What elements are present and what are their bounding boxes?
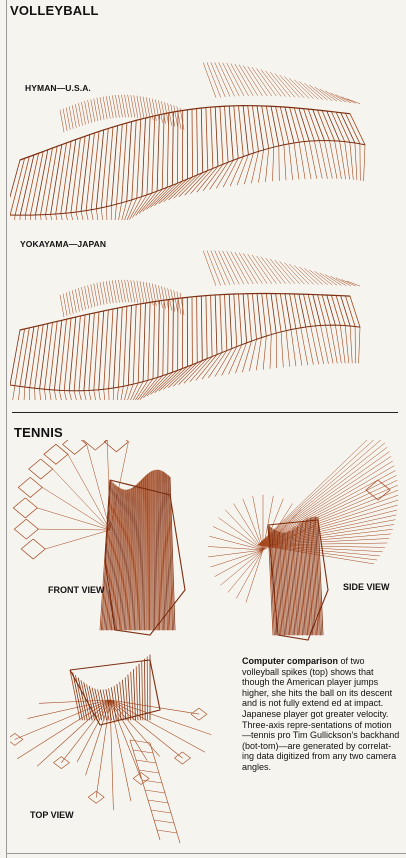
tennis-top-view-figure <box>10 630 240 855</box>
tennis-front-view-figure <box>10 440 210 650</box>
caption-lead: Computer comparison <box>242 656 338 666</box>
tennis-section-title: TENNIS <box>14 425 63 440</box>
front-view-label: FRONT VIEW <box>48 585 105 595</box>
volleyball-spike-figure-hyman <box>10 10 400 220</box>
section-divider <box>12 412 398 413</box>
page-margin-rule <box>6 0 7 858</box>
caption-body: of two volleyball spikes (top) shows tha… <box>242 656 399 772</box>
tennis-side-view-figure <box>198 440 403 650</box>
side-view-label: SIDE VIEW <box>343 582 390 592</box>
figure-caption: Computer comparison of two volleyball sp… <box>242 656 400 773</box>
top-view-label: TOP VIEW <box>30 810 74 820</box>
volleyball-spike-figure-yokayama <box>10 200 400 400</box>
